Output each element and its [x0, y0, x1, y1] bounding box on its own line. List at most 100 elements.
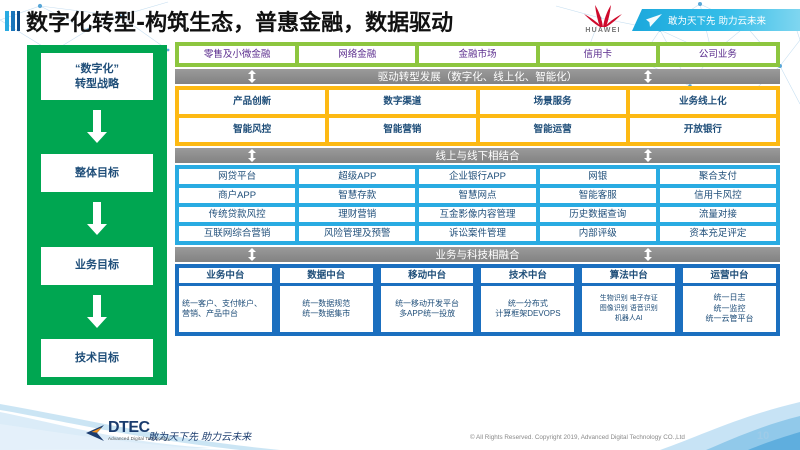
platform-column-business: 业务中台 统一客户、支付帐户、营销、产品中台 [179, 268, 272, 332]
platform-head[interactable]: 移动中台 [380, 268, 474, 283]
transformation-cell[interactable]: 场景服务 [479, 90, 626, 114]
platform-head[interactable]: 技术中台 [481, 268, 575, 283]
online-offline-cell[interactable]: 信用卡风控 [659, 188, 777, 203]
platform-column-operations: 运营中台 统一日志 统一监控 统一云管平台 [683, 268, 776, 332]
transformation-cell[interactable]: 智能营销 [329, 118, 476, 142]
title-accent-bars [5, 11, 20, 31]
online-offline-cell[interactable]: 传统贷款风控 [179, 207, 296, 222]
up-down-arrow-icon [644, 149, 652, 162]
online-offline-cell[interactable]: 商户APP [179, 188, 296, 203]
online-offline-row-3: 传统贷款风控 理财营销 互金影像内容管理 历史数据查询 流量对接 [179, 207, 777, 222]
online-offline-cell[interactable]: 互联网综合营销 [179, 226, 296, 241]
online-offline-cell[interactable]: 互金影像内容管理 [419, 207, 536, 222]
slide-header: 数字化转型-构筑生态，普惠金融，数据驱动 HUAWEI 敢为天下先 助力云未来 [0, 0, 800, 42]
online-offline-cell[interactable]: 网银 [539, 169, 656, 184]
strategy-item-technology-goal[interactable]: 技术目标 [41, 338, 153, 377]
platform-head[interactable]: 业务中台 [179, 268, 272, 283]
transformation-cell[interactable]: 产品创新 [179, 90, 326, 114]
online-offline-cell[interactable]: 流量对接 [659, 207, 777, 222]
strategy-item-business-goal[interactable]: 业务目标 [41, 246, 153, 285]
transformation-cell[interactable]: 开放银行 [629, 118, 776, 142]
platform-column-data: 数据中台 统一数据规范 统一数据集市 [279, 268, 373, 332]
content-stack: 零售及小微金融 网络金融 金融市场 信用卡 公司业务 驱动转型发展（数字化、线上… [175, 42, 780, 336]
strategy-column: “数字化” 转型战略 整体目标 业务目标 技术目标 [27, 45, 167, 385]
platform-detail-line: 统一云管平台 [705, 314, 754, 324]
up-down-arrow-icon [248, 248, 256, 261]
dtec-logo: DTEC Advanced Digital Technology [85, 420, 170, 442]
online-offline-row-4: 互联网综合营销 风险管理及预警 诉讼案件管理 内部评级 资本充足评定 [179, 226, 777, 241]
online-offline-cell[interactable]: 企业银行APP [419, 169, 536, 184]
online-offline-cell[interactable]: 聚合支付 [659, 169, 777, 184]
online-offline-cell[interactable]: 风险管理及预警 [299, 226, 416, 241]
transformation-cell[interactable]: 数字渠道 [329, 90, 476, 114]
online-offline-cell[interactable]: 资本充足评定 [659, 226, 777, 241]
strategy-item-label-line2: 转型战略 [75, 77, 119, 90]
transformation-cell[interactable]: 智能运营 [479, 118, 626, 142]
business-line-cell[interactable]: 信用卡 [539, 46, 656, 63]
platforms-band: 业务中台 统一客户、支付帐户、营销、产品中台 数据中台 统一数据规范 [175, 264, 780, 336]
separator-label: 线上与线下相结合 [435, 150, 520, 162]
strategy-item-overall-goal[interactable]: 整体目标 [41, 154, 153, 193]
platform-detail-line: 多APP统一投放 [399, 309, 456, 318]
separator-label: 驱动转型发展（数字化、线上化、智能化） [377, 71, 578, 83]
platform-detail: 生物识别 电子存证 图像识别 语音识别 机器人AI [582, 286, 676, 332]
business-line-cell[interactable]: 零售及小微金融 [179, 46, 296, 63]
business-lines-band: 零售及小微金融 网络金融 金融市场 信用卡 公司业务 [175, 42, 780, 67]
online-offline-cell[interactable]: 智慧网点 [419, 188, 536, 203]
huawei-wordmark: HUAWEI [585, 27, 621, 34]
dtec-tagline: Advanced Digital Technology [108, 436, 170, 441]
platform-detail: 统一客户、支付帐户、营销、产品中台 [179, 286, 272, 332]
platform-column-mobile: 移动中台 统一移动开发平台 多APP统一投放 [380, 268, 474, 332]
page-title: 数字化转型-构筑生态，普惠金融，数据驱动 [26, 11, 454, 36]
platform-head[interactable]: 数据中台 [279, 268, 373, 283]
down-arrow-icon [87, 294, 107, 328]
transformation-cell[interactable]: 智能风控 [179, 118, 326, 142]
online-offline-cell[interactable]: 诉讼案件管理 [419, 226, 536, 241]
up-down-arrow-icon [248, 149, 256, 162]
business-line-cell[interactable]: 网络金融 [299, 46, 416, 63]
online-offline-cell[interactable]: 超级APP [299, 169, 416, 184]
up-down-arrow-icon [644, 70, 652, 83]
platform-detail-line: 统一移动开发平台 [395, 298, 460, 308]
online-offline-cell[interactable]: 智能客服 [539, 188, 656, 203]
online-offline-cell[interactable]: 历史数据查询 [539, 207, 656, 222]
transformation-band: 产品创新 数字渠道 场景服务 业务线上化 智能风控 智能营销 智能运营 开放银行 [175, 86, 780, 146]
platform-column-technology: 技术中台 统一分布式 计算框架DEVOPS [481, 268, 575, 332]
page-number: 10 [757, 430, 770, 442]
separator-bar-online-offline: 线上与线下相结合 [175, 148, 780, 163]
business-line-cell[interactable]: 公司业务 [659, 46, 777, 63]
dtec-wordmark-block: DTEC Advanced Digital Technology [108, 420, 170, 442]
banner-text: 敢为天下先 助力云未来 [668, 16, 767, 27]
online-offline-cell[interactable]: 内部评级 [539, 226, 656, 241]
strategy-item-digital-strategy[interactable]: “数字化” 转型战略 [41, 53, 153, 100]
platform-detail-line: 生物识别 电子存证 [599, 294, 658, 302]
online-offline-band: 网贷平台 超级APP 企业银行APP 网银 聚合支付 商户APP 智慧存款 智慧… [175, 165, 780, 245]
footer-wave-decoration [0, 402, 800, 450]
down-arrow-icon [87, 202, 107, 236]
transformation-cell[interactable]: 业务线上化 [629, 90, 776, 114]
platform-head[interactable]: 算法中台 [582, 268, 676, 283]
strategy-arrow-3 [86, 285, 108, 339]
separator-label: 业务与科技相融合 [435, 249, 520, 261]
online-offline-cell[interactable]: 理财营销 [299, 207, 416, 222]
platform-detail-line: 统一监控 [713, 303, 746, 313]
copyright-text: © All Rights Reserved. Copyright 2019, A… [470, 434, 685, 441]
transformation-row-1: 产品创新 数字渠道 场景服务 业务线上化 [179, 90, 776, 114]
header-banner: 敢为天下先 助力云未来 [632, 9, 800, 31]
online-offline-cell[interactable]: 网贷平台 [179, 169, 296, 184]
up-down-arrow-icon [644, 248, 652, 261]
dtec-arrow-icon [86, 424, 104, 441]
huawei-flower-icon [584, 5, 622, 27]
slide-footer: DTEC Advanced Digital Technology 敢为天下先 助… [0, 402, 800, 450]
platform-head[interactable]: 运营中台 [683, 268, 776, 283]
platform-column-algorithm: 算法中台 生物识别 电子存证 图像识别 语音识别 机器人AI [582, 268, 676, 332]
platform-detail-line: 机器人AI [614, 315, 643, 323]
online-offline-row-1: 网贷平台 超级APP 企业银行APP 网银 聚合支付 [179, 169, 777, 184]
separator-bar-business-tech-fusion: 业务与科技相融合 [175, 247, 780, 262]
online-offline-cell[interactable]: 智慧存款 [299, 188, 416, 203]
paper-plane-icon [646, 13, 662, 27]
strategy-arrow-2 [86, 192, 108, 246]
down-arrow-icon [87, 110, 107, 144]
business-line-cell[interactable]: 金融市场 [419, 46, 536, 63]
strategy-item-label-line1: “数字化” [75, 62, 119, 75]
